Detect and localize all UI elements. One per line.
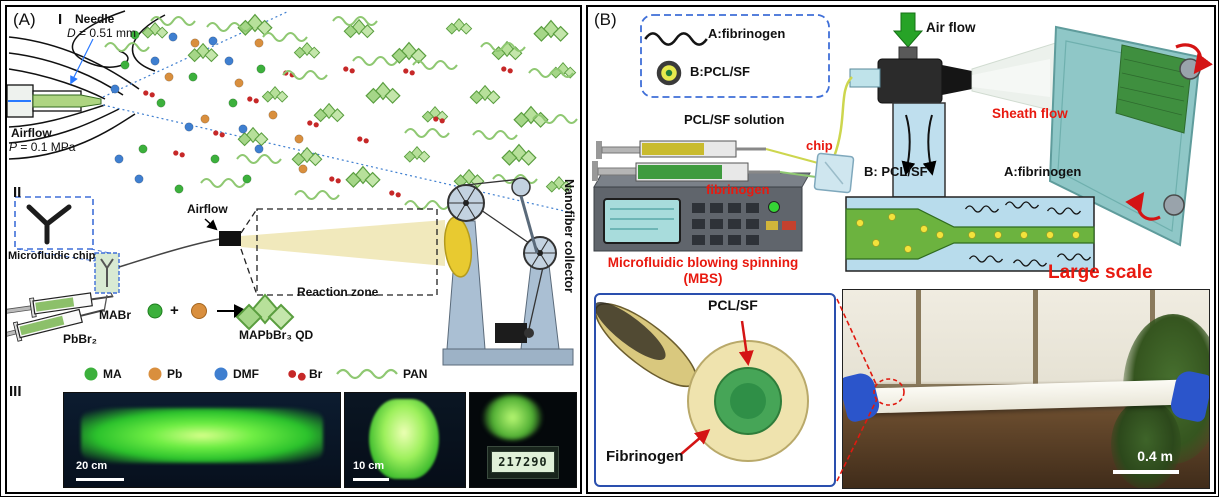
photo-large-scale-membrane: 0.4 m: [842, 289, 1210, 489]
airflow-pressure-val: = 0.1 MPa: [20, 140, 76, 154]
inset-shell-label: Fibrinogen: [606, 448, 684, 465]
photo-uv-fiber-mat: 20 cm: [63, 392, 341, 488]
plus-sign: +: [170, 302, 179, 319]
airflow-label-1: Airflow: [11, 126, 52, 140]
fiber-mat-glow: [80, 408, 324, 463]
microfluidic-chip-label: Microfluidic chip: [8, 250, 96, 262]
legend-pb-label: Pb: [167, 367, 183, 381]
chip-to-blower-tube: [832, 76, 853, 158]
panel-a-label: (A): [13, 10, 36, 29]
syringe-mabr: [7, 292, 114, 318]
syringe-pump: [592, 140, 819, 252]
air-flow-label: Air flow: [926, 20, 976, 35]
needle-diameter-var: D: [67, 26, 76, 40]
needle-label: Needle: [75, 12, 115, 26]
legend-ma-label: MA: [103, 367, 122, 381]
syringe-mabr-label: MABr: [99, 308, 131, 322]
reaction-zone-label: Reaction zone: [297, 285, 379, 299]
window-frame: [916, 290, 922, 389]
syringe-pbbr2: [7, 308, 105, 342]
section-2-number: II: [13, 184, 22, 201]
needle-diameter: D = 0.51 mm: [67, 27, 136, 40]
blue-glove-left: [843, 370, 883, 424]
fiber-cross-section-inset: PCL/SF Fibrinogen: [594, 293, 836, 487]
scale-bar-10cm: [353, 478, 389, 481]
pclsf-solution-label: PCL/SF solution: [684, 112, 785, 127]
plant: [1111, 398, 1181, 488]
photo-uv-fiber-roll: 10 cm: [344, 392, 466, 488]
fiber-beam: [241, 220, 445, 266]
airflow-label-2: Airflow: [187, 202, 228, 216]
inset-core-label: PCL/SF: [708, 297, 758, 313]
channel-a-label: A:fibrinogen: [1004, 164, 1082, 179]
needle-graphic: [7, 38, 102, 118]
legend-pan-label: PAN: [403, 367, 428, 381]
mbs-caption: Microfluidic blowing spinning (MBS): [590, 255, 816, 287]
fibrinogen-label: fibrinogen: [706, 182, 770, 197]
scale-bar-04m-label: 0.4 m: [1137, 448, 1173, 465]
section-3-number: III: [9, 383, 22, 400]
rotating-collector: [1048, 25, 1213, 247]
product-label: MAPbBr₃ QD: [239, 328, 314, 342]
air-junction-block: [219, 231, 241, 246]
nanofiber-collector-graphic: [442, 177, 574, 366]
reaction-zone-box: [240, 208, 438, 296]
legend-fibrinogen-label: A:fibrinogen: [708, 26, 786, 41]
channel-b-label: B: PCL/SF: [864, 164, 928, 179]
syringe-tubes: [103, 292, 114, 313]
nanofiber-collector-label: Nanofiber collector: [562, 179, 576, 293]
chip-b-graphic: [813, 152, 855, 194]
particle-field: [104, 13, 578, 210]
panel-a: (A) I Needle D = 0.51 mm Airflow P = 0.1…: [5, 5, 582, 494]
scale-bar-04m: [1113, 470, 1179, 474]
legend-pclsf-label: B:PCL/SF: [690, 64, 750, 79]
airflow-pressure-var: P: [9, 140, 18, 154]
scale-bar-10cm-label: 10 cm: [353, 460, 385, 473]
legend-br-label: Br: [309, 367, 323, 381]
coaxial-fiber-graphic: [596, 302, 809, 462]
fiber-roll-glow: [369, 398, 439, 480]
meter-display: 217290: [491, 451, 555, 473]
legend-dmf-label: DMF: [233, 367, 259, 381]
chip-graphic: [94, 252, 120, 294]
reaction-equation-graphics: [147, 294, 294, 330]
panel-b-label: (B): [594, 10, 617, 29]
syringe-pbbr2-label: PbBr₂: [63, 332, 98, 346]
chip-label: chip: [806, 138, 833, 153]
air-flow-arrow: [892, 12, 924, 48]
microfluidic-chip-inset: [14, 196, 120, 262]
chip-outlet-tube: [118, 238, 220, 268]
section-1-number: I: [58, 11, 63, 28]
scale-bar-20cm-label: 20 cm: [76, 460, 108, 473]
needle-diameter-val: = 0.51 mm: [79, 26, 137, 40]
airflow-swirls: [8, 10, 166, 160]
mbs-caption-line1: Microfluidic blowing spinning: [607, 255, 799, 270]
sheath-flow-label: Sheath flow: [992, 106, 1068, 121]
airflow-pressure: P = 0.1 MPa: [9, 141, 75, 154]
panel-b-graphics: [592, 12, 1213, 272]
panel-b: (B) A:fibrinogen B:PCL/SF Air flow PCL/S…: [586, 5, 1216, 494]
photo-luminance-meter: 217290: [469, 392, 577, 488]
meter-device: 217290: [486, 445, 560, 480]
blower-device: [849, 40, 1063, 114]
panel-a-graphics: [7, 10, 578, 381]
large-scale-label: Large scale: [1048, 262, 1153, 283]
channel-schematic: [845, 102, 1095, 272]
green-emission-glow: [482, 394, 543, 440]
legend-box: [640, 14, 830, 98]
window-frame: [1033, 290, 1039, 389]
scale-bar-20cm: [76, 478, 124, 481]
mbs-caption-line2: (MBS): [683, 271, 723, 287]
legend-markers: [84, 367, 398, 381]
airflow-arrow: [204, 218, 218, 231]
